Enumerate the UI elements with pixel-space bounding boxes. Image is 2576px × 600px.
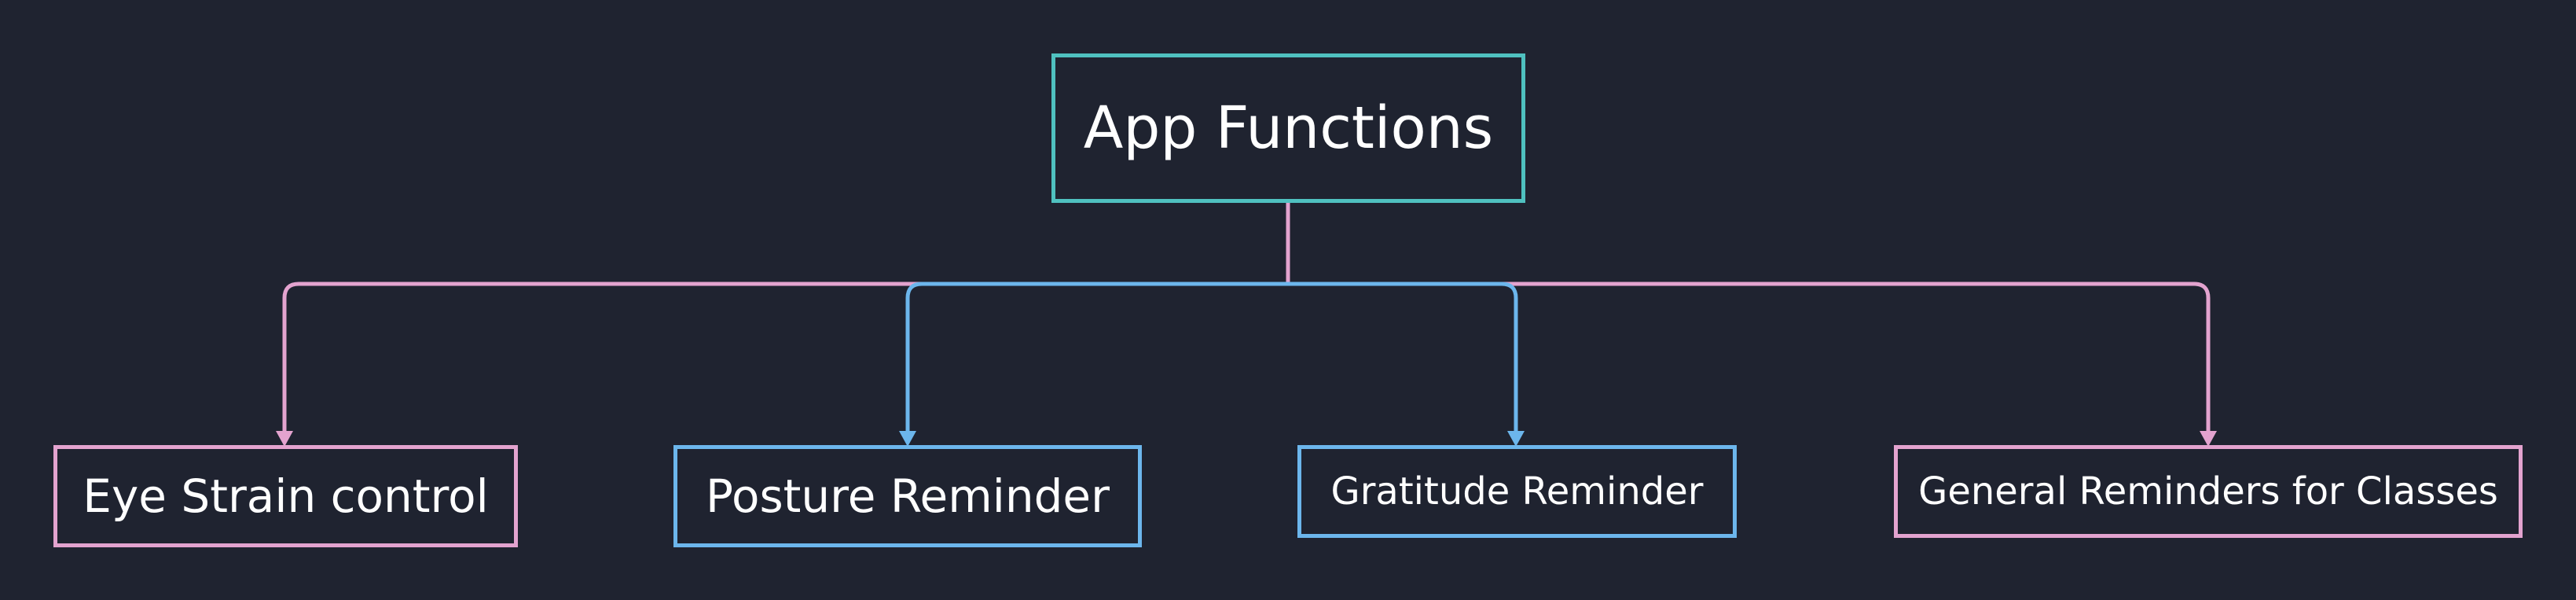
- root-node-app-functions[interactable]: App Functions: [1051, 53, 1525, 203]
- arrowhead-general-reminders: [2200, 431, 2217, 447]
- node-label: Eye Strain control: [83, 469, 489, 523]
- node-general-reminders-for-classes[interactable]: General Reminders for Classes: [1894, 445, 2523, 538]
- connector-eye-strain: [282, 282, 1288, 431]
- arrowhead-posture: [899, 431, 916, 447]
- connector-gratitude: [1288, 282, 1518, 431]
- node-label: Posture Reminder: [706, 469, 1110, 523]
- node-label: Gratitude Reminder: [1330, 469, 1704, 513]
- node-gratitude-reminder[interactable]: Gratitude Reminder: [1297, 445, 1737, 538]
- node-label: General Reminders for Classes: [1918, 469, 2498, 513]
- arrowhead-eye-strain: [276, 431, 293, 447]
- arrowhead-gratitude: [1507, 431, 1525, 447]
- node-eye-strain-control[interactable]: Eye Strain control: [53, 445, 518, 547]
- root-node-label: App Functions: [1083, 94, 1494, 162]
- connector-posture: [905, 282, 1288, 431]
- node-posture-reminder[interactable]: Posture Reminder: [673, 445, 1142, 547]
- connector-general-reminders: [1288, 282, 2211, 431]
